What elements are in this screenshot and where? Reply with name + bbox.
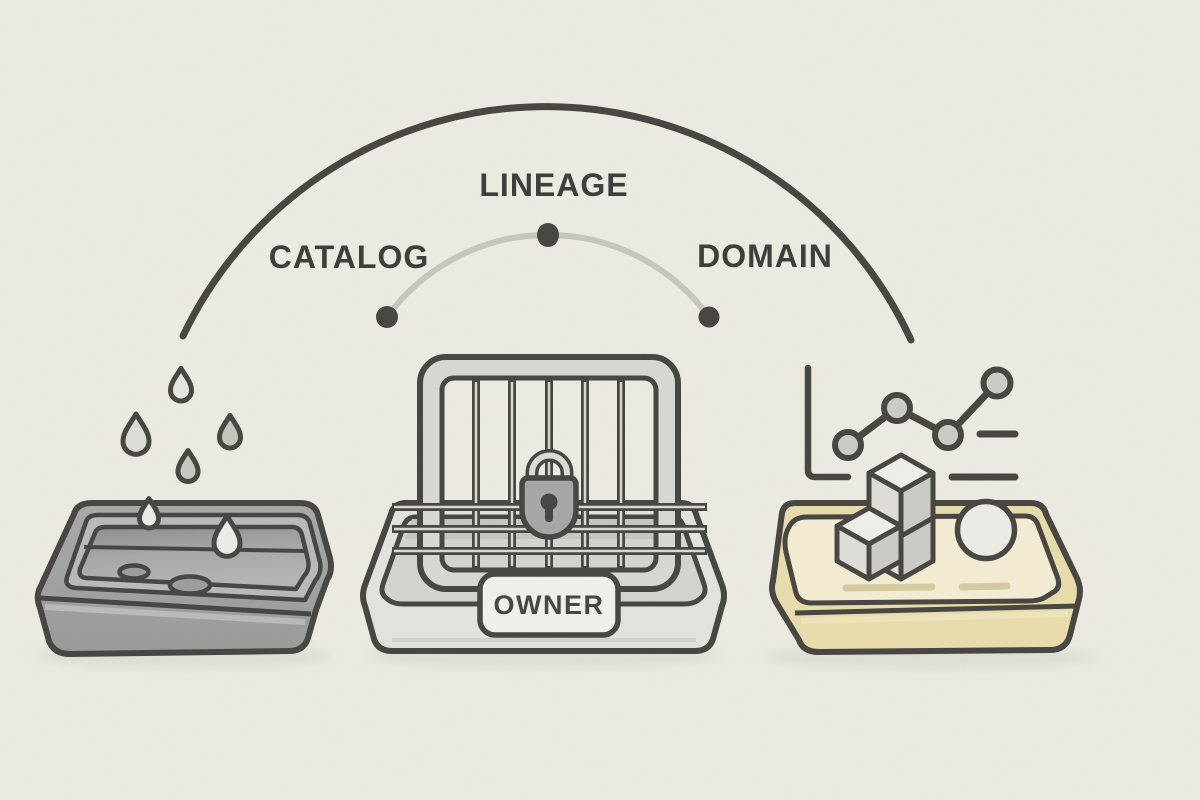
- illustration-stage: CATALOG LINEAGE DOMAIN: [0, 0, 1200, 800]
- data-governance-illustration: CATALOG LINEAGE DOMAIN: [0, 0, 1200, 800]
- paper-grain-overlay: [0, 0, 1200, 800]
